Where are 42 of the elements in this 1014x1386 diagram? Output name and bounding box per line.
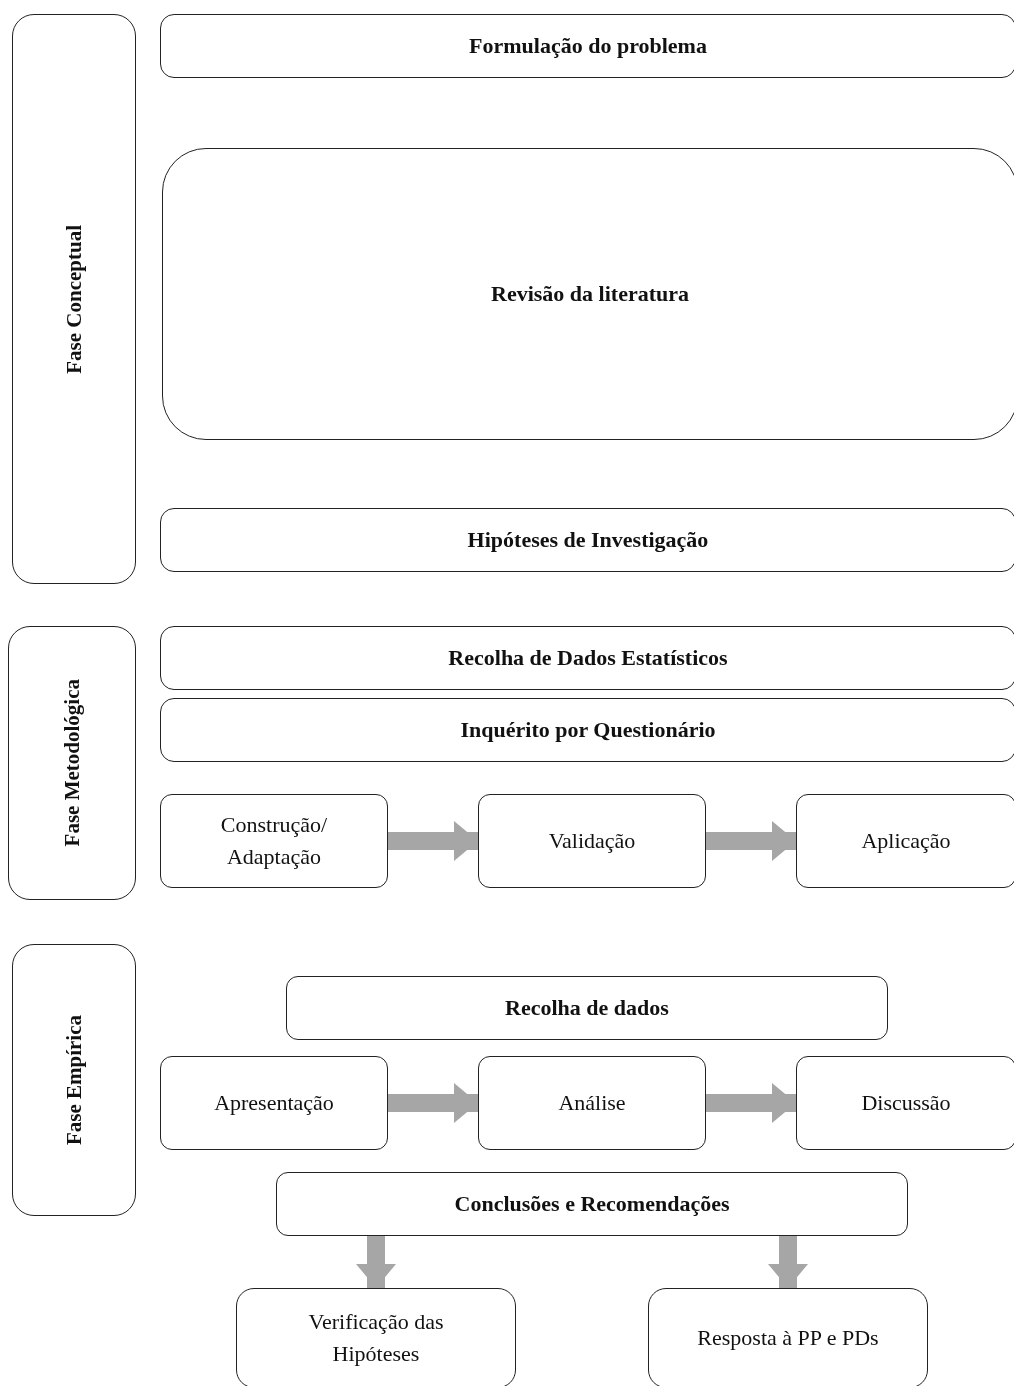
stage-box	[276, 1172, 908, 1236]
process-box	[796, 1056, 1014, 1150]
phase-title: Fase Metodológica	[58, 679, 85, 847]
node-text: Análise	[558, 1089, 626, 1118]
block-arrow	[706, 1083, 796, 1123]
node-text: Conclusões e Recomendações	[454, 1190, 730, 1219]
block-arrow	[388, 1083, 478, 1123]
phase-box	[8, 626, 136, 900]
block-arrow	[388, 821, 478, 861]
node-text: Verificação das Hipóteses	[307, 1308, 445, 1368]
node-text: Hipóteses de Investigação	[467, 526, 709, 555]
phase-box	[12, 944, 136, 1216]
stage-box	[286, 976, 888, 1040]
phase-title: Fase Conceptual	[60, 224, 87, 374]
phase-title: Fase Empírica	[60, 1014, 87, 1146]
block-arrow	[356, 1236, 396, 1288]
node-text: Recolha de Dados Estatísticos	[448, 644, 728, 673]
node-text: Apresentação	[214, 1089, 334, 1118]
node-text: Revisão da literatura	[491, 280, 689, 309]
node-text: Aplicação	[861, 827, 951, 856]
node-text: Recolha de dados	[505, 994, 669, 1023]
block-arrow	[706, 821, 796, 861]
stage-box	[160, 698, 1014, 762]
node-text: Resposta à PP e PDs	[697, 1324, 879, 1353]
process-box	[648, 1288, 928, 1386]
process-box	[160, 794, 388, 888]
stage-box	[160, 14, 1014, 78]
node-text: Discussão	[861, 1089, 951, 1118]
process-box	[478, 794, 706, 888]
process-box	[236, 1288, 516, 1386]
stage-box	[160, 508, 1014, 572]
node-text: Formulação do problema	[469, 32, 707, 61]
node-text: Validação	[548, 827, 636, 856]
process-box	[796, 794, 1014, 888]
phase-box	[12, 14, 136, 584]
process-box	[160, 1056, 388, 1150]
node-text: Inquérito por Questionário	[460, 716, 716, 745]
stage-box	[162, 148, 1014, 440]
stage-box	[160, 626, 1014, 690]
block-arrow	[768, 1236, 808, 1288]
node-text: Construção/ Adaptação	[219, 811, 329, 871]
process-box	[478, 1056, 706, 1150]
